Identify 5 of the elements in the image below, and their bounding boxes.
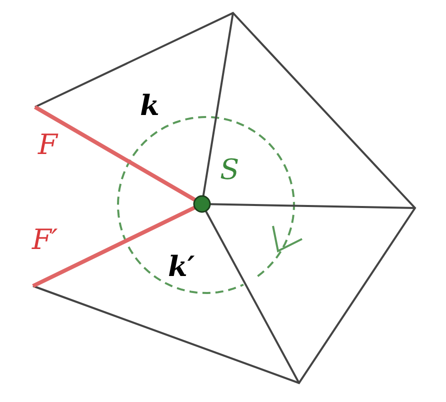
- angle-label: k: [140, 92, 160, 120]
- angle-label: k′: [168, 253, 195, 281]
- vertex-label: S: [220, 156, 240, 184]
- edge-name-label: F: [38, 131, 58, 159]
- edge-name-label: F′: [32, 226, 58, 254]
